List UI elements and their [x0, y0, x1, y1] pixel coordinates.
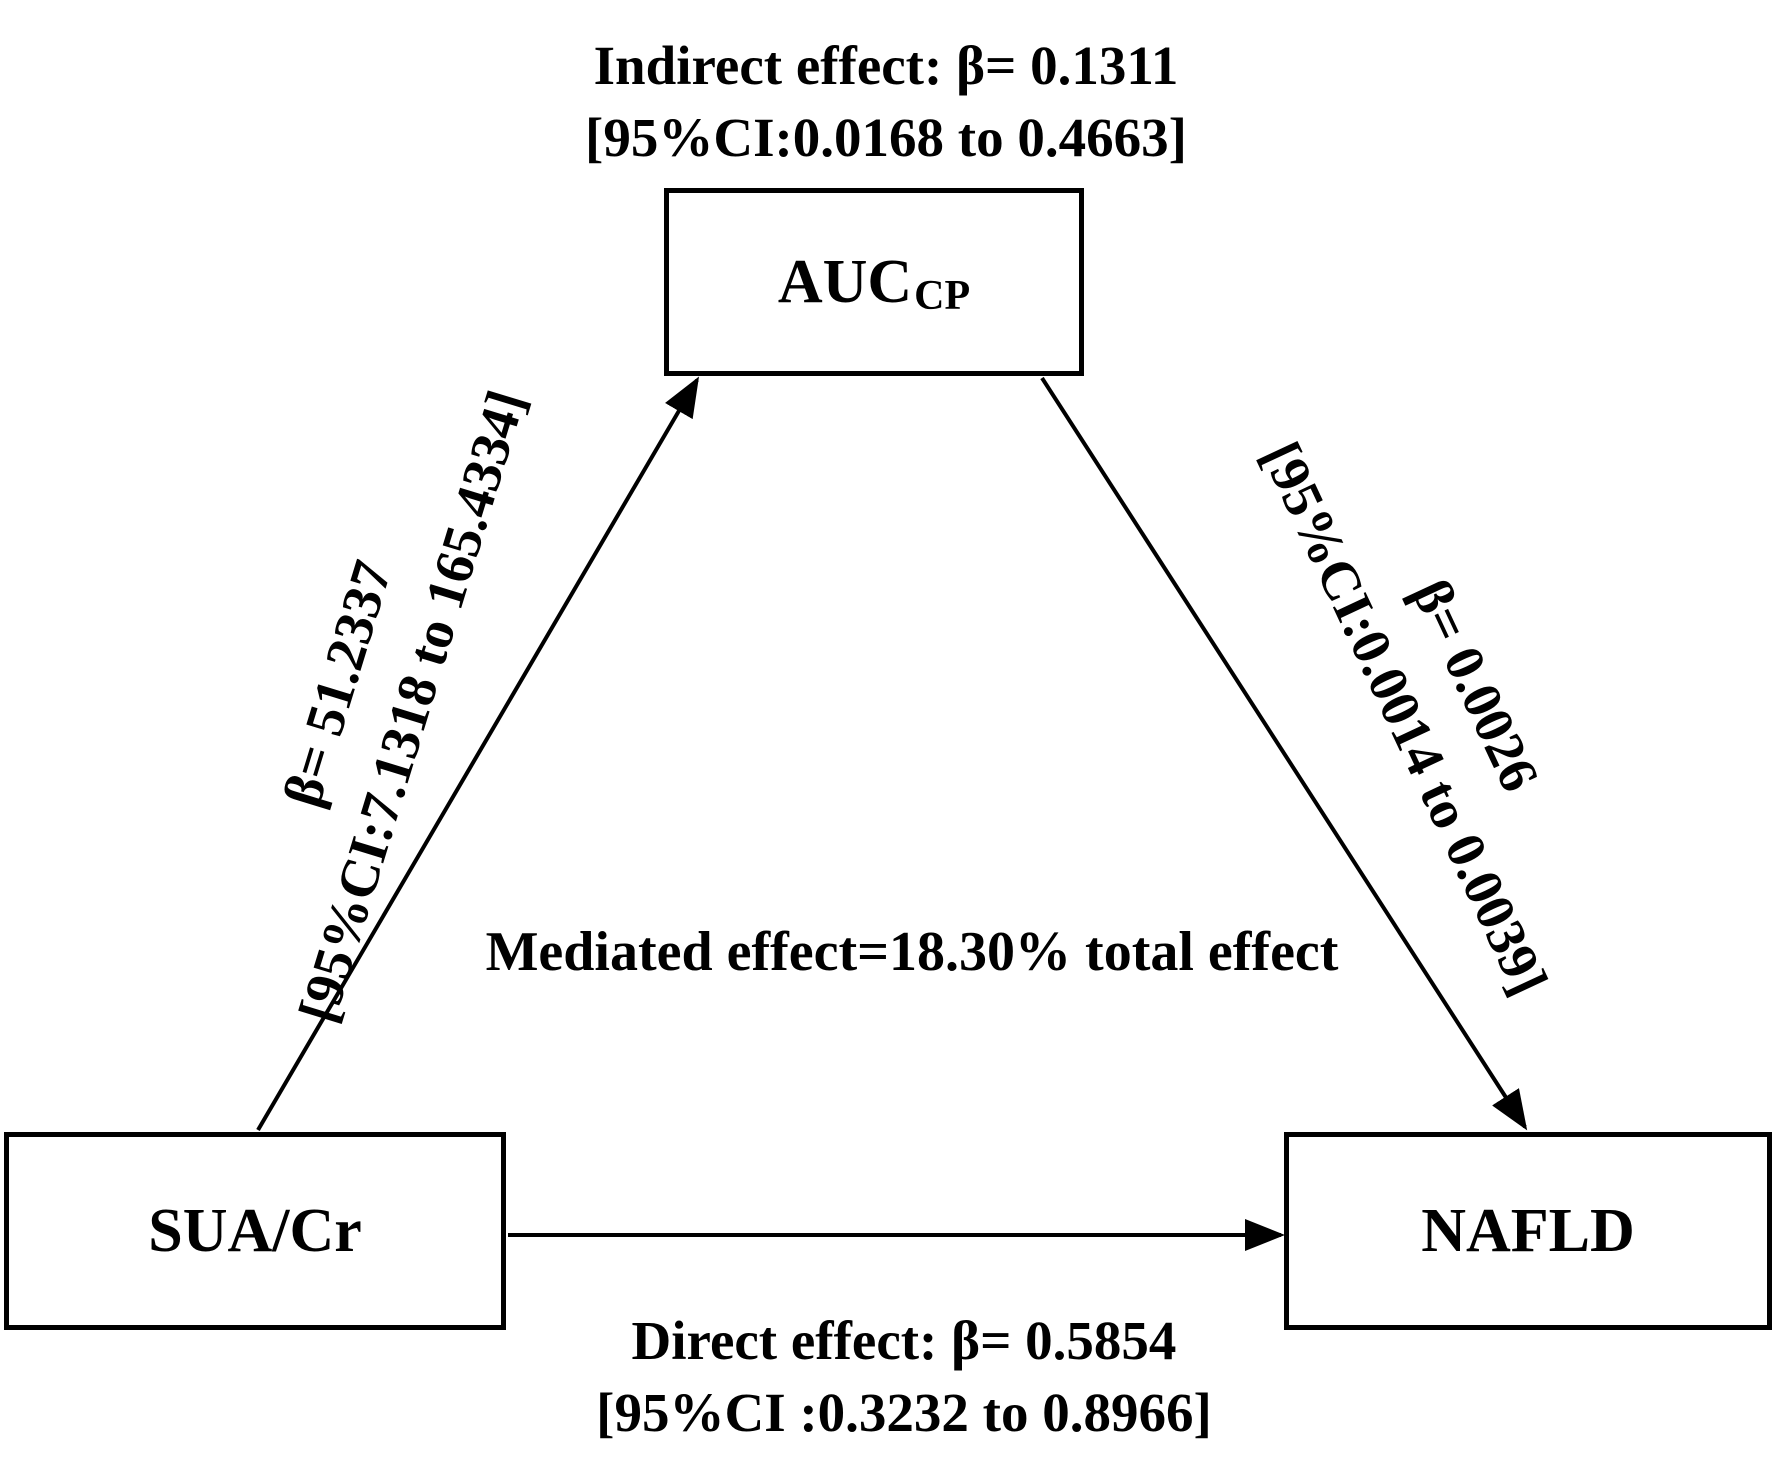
exposure-node-label: SUA/Cr — [148, 1197, 362, 1265]
indirect-effect-beta: Indirect effect: β= 0.1311 — [593, 35, 1179, 96]
indirect-effect-label: Indirect effect: β= 0.1311 [95%CI:0.0168… — [585, 30, 1187, 174]
mediated-effect-label: Mediated effect=18.30% total effect — [485, 921, 1339, 983]
direct-effect-label: Direct effect: β= 0.5854 [95%CI :0.3232 … — [596, 1305, 1212, 1449]
arrow-exposure-to-mediator — [256, 376, 700, 1132]
direct-effect-ci: [95%CI :0.3232 to 0.8966] — [596, 1382, 1212, 1443]
arrow-mediator-to-outcome — [1040, 376, 1528, 1131]
outcome-node-label: NAFLD — [1421, 1197, 1635, 1265]
mediator-node-label: AUC — [777, 248, 913, 316]
indirect-effect-ci: [95%CI:0.0168 to 0.4663] — [585, 107, 1187, 168]
mediator-node-subscript: CP — [914, 273, 971, 319]
exposure-node-sua-cr: SUA/Cr — [4, 1132, 506, 1330]
direct-effect-beta: Direct effect: β= 0.5854 — [631, 1310, 1177, 1371]
outcome-node-nafld: NAFLD — [1284, 1132, 1772, 1330]
